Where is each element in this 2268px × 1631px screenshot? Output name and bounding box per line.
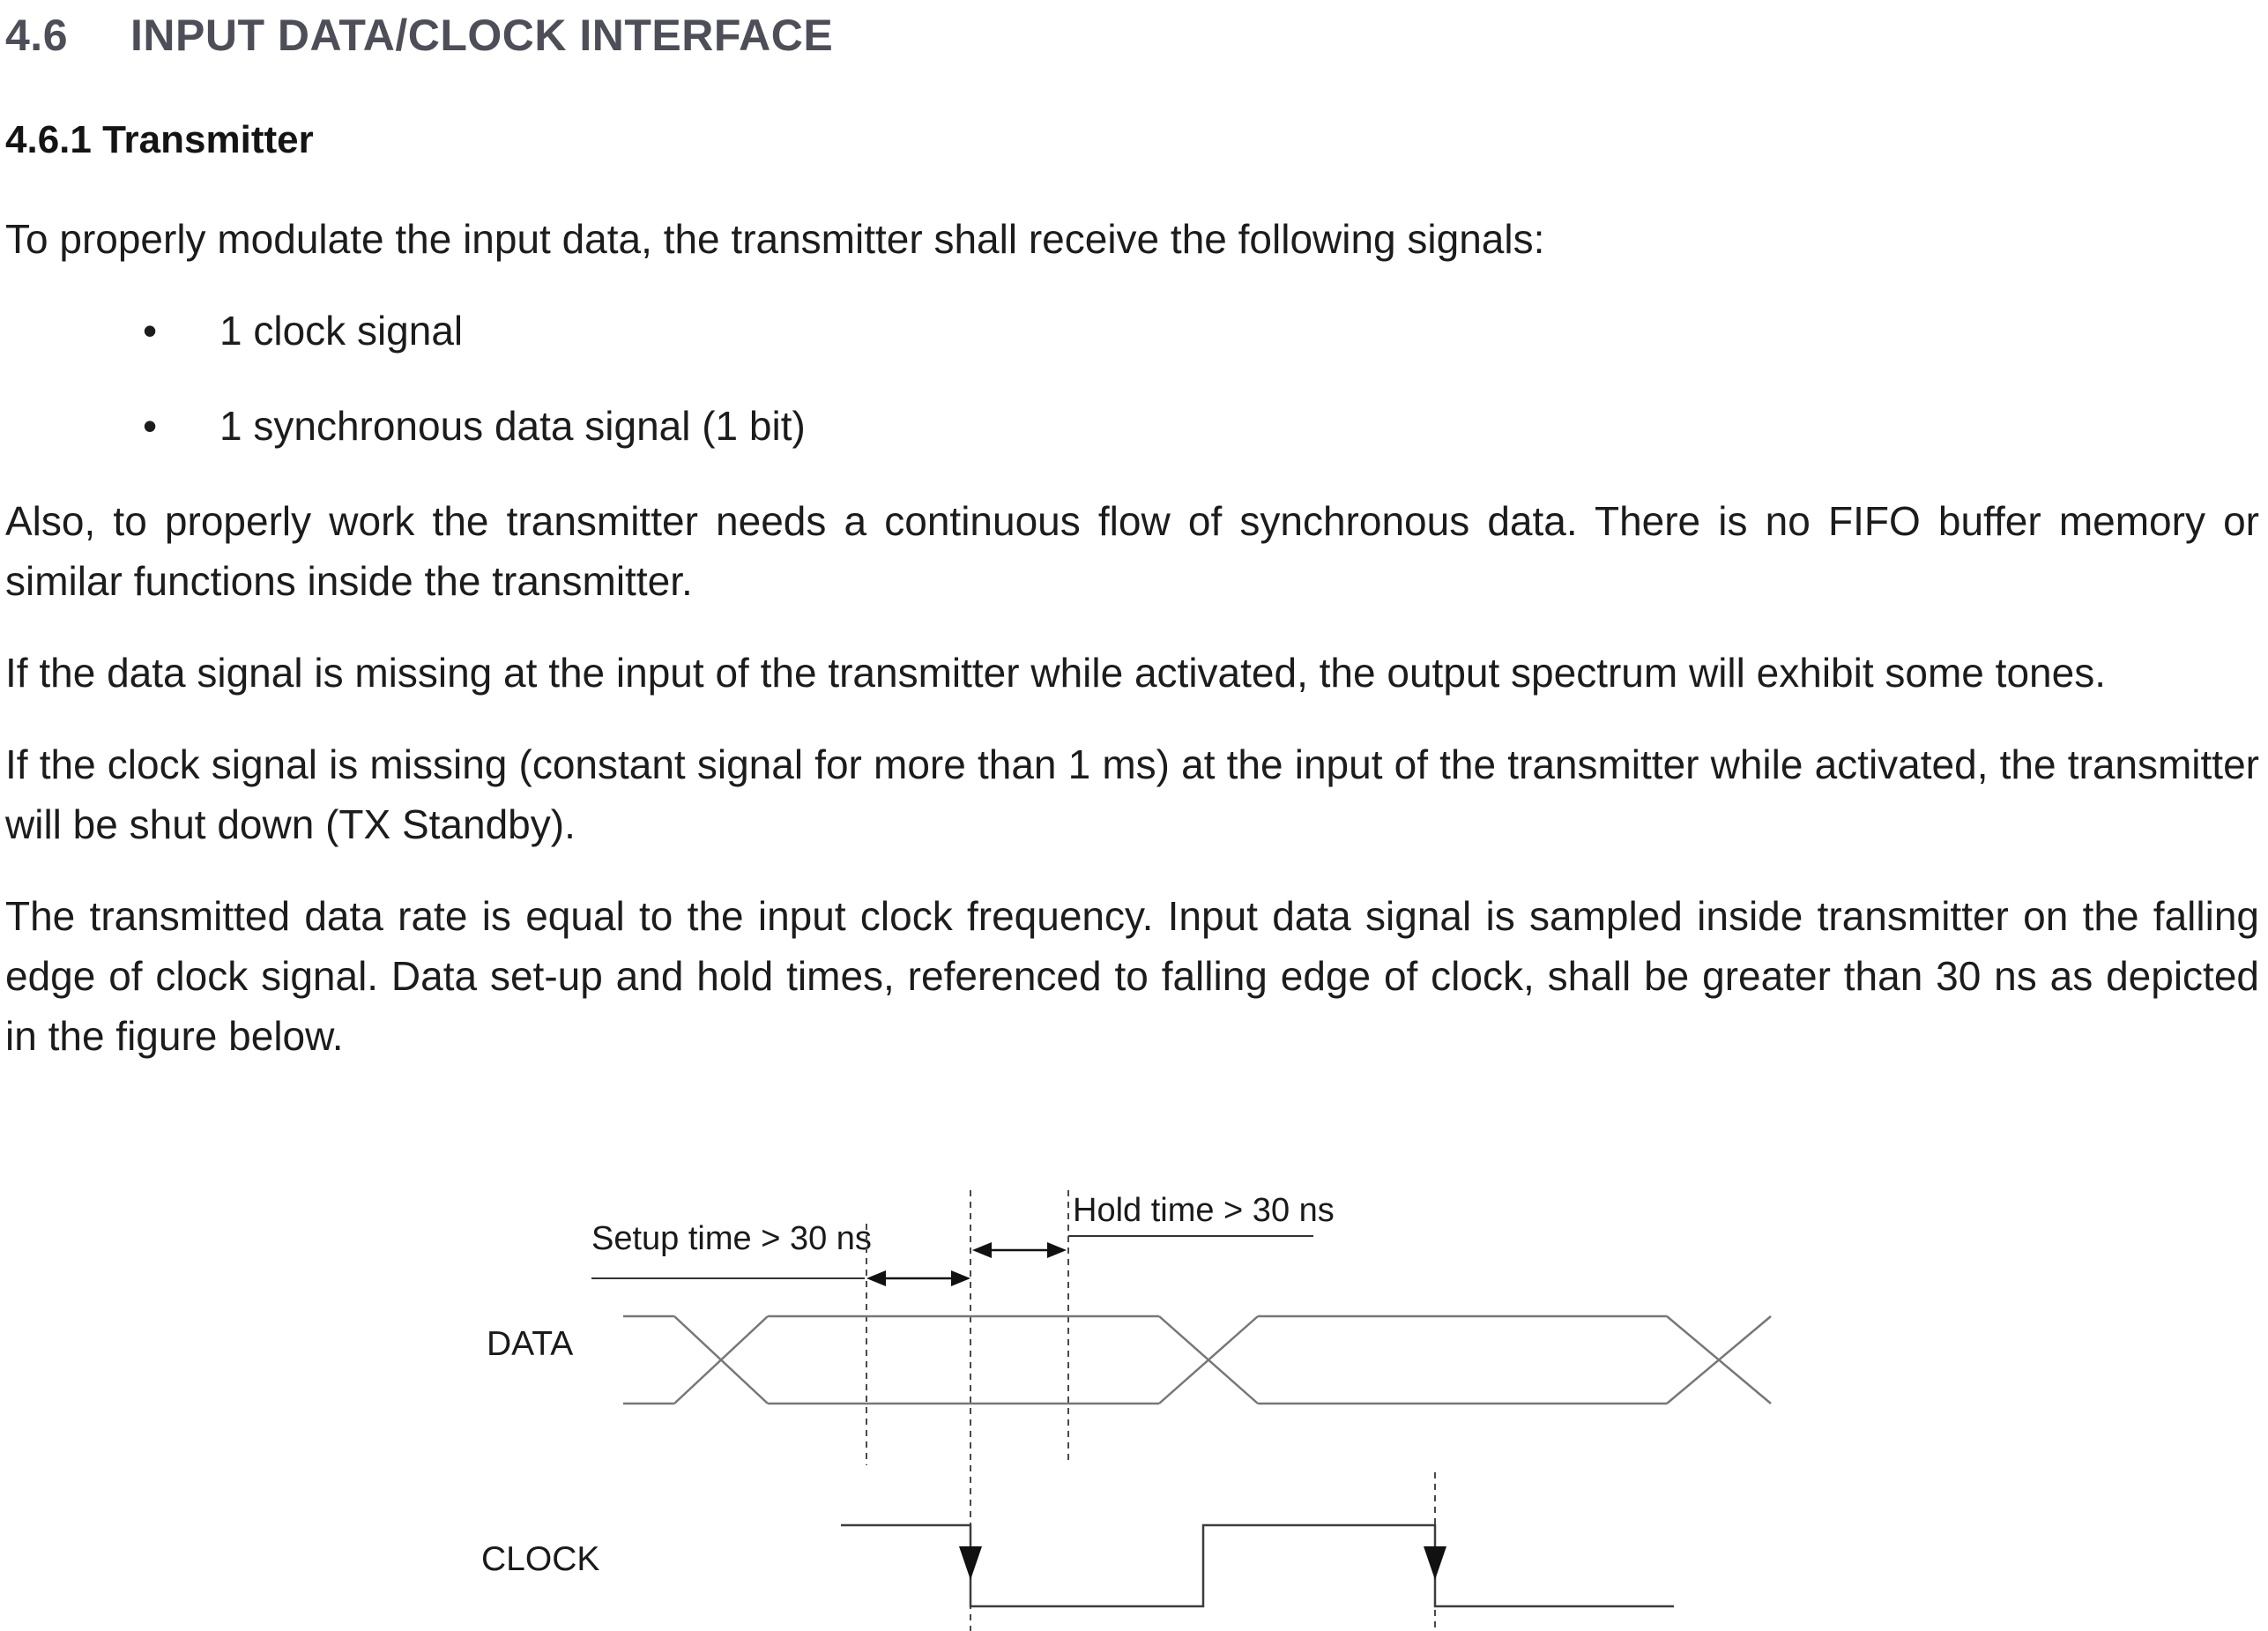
section-number: 4.6: [5, 11, 69, 60]
arrow-right-icon: [1047, 1242, 1067, 1258]
subsection-heading: 4.6.1 Transmitter: [5, 118, 314, 161]
bullet-icon: •: [143, 402, 158, 449]
paragraph-intro: To properly modulate the input data, the…: [5, 215, 1545, 262]
timing-diagram-figure: Setup time > 30 ns Hold time > 30 ns DAT…: [0, 1181, 2268, 1631]
bullet-text: 1 clock signal: [219, 307, 464, 354]
falling-edge-arrow-icon: [959, 1546, 982, 1580]
hold-time-arrow: [972, 1242, 1067, 1258]
falling-edge-arrow-icon: [1424, 1546, 1446, 1580]
list-item: • 1 synchronous data signal (1 bit): [5, 396, 2259, 456]
paragraph-continuous-flow: Also, to properly work the transmitter n…: [5, 497, 2259, 604]
data-waveform: [623, 1314, 1772, 1405]
arrow-right-icon: [951, 1270, 970, 1286]
setup-time-label: Setup time > 30 ns: [591, 1220, 872, 1257]
hold-time-label: Hold time > 30 ns: [1073, 1192, 1335, 1229]
paragraph-data-rate: The transmitted data rate is equal to th…: [5, 892, 2259, 1059]
setup-time-arrow: [866, 1270, 970, 1286]
arrow-left-icon: [866, 1270, 886, 1286]
bullet-list: • 1 clock signal • 1 synchronous data sign…: [5, 301, 2259, 456]
section-heading: 4.6 INPUT DATA/CLOCK INTERFACE: [5, 11, 2259, 60]
data-signal-label: DATA: [487, 1325, 573, 1363]
paragraph-missing-data: If the data signal is missing at the inp…: [5, 649, 2106, 696]
bullet-text: 1 synchronous data signal (1 bit): [219, 402, 806, 449]
bullet-icon: •: [143, 307, 158, 354]
list-item: • 1 clock signal: [5, 301, 2259, 361]
clock-waveform: [841, 1523, 1674, 1608]
paragraph-missing-clock: If the clock signal is missing (constant…: [5, 741, 2259, 847]
clock-signal-label: CLOCK: [481, 1540, 599, 1578]
timing-diagram: Setup time > 30 ns Hold time > 30 ns DAT…: [481, 1190, 1772, 1631]
arrow-left-icon: [972, 1242, 992, 1258]
section-title: INPUT DATA/CLOCK INTERFACE: [130, 11, 834, 60]
